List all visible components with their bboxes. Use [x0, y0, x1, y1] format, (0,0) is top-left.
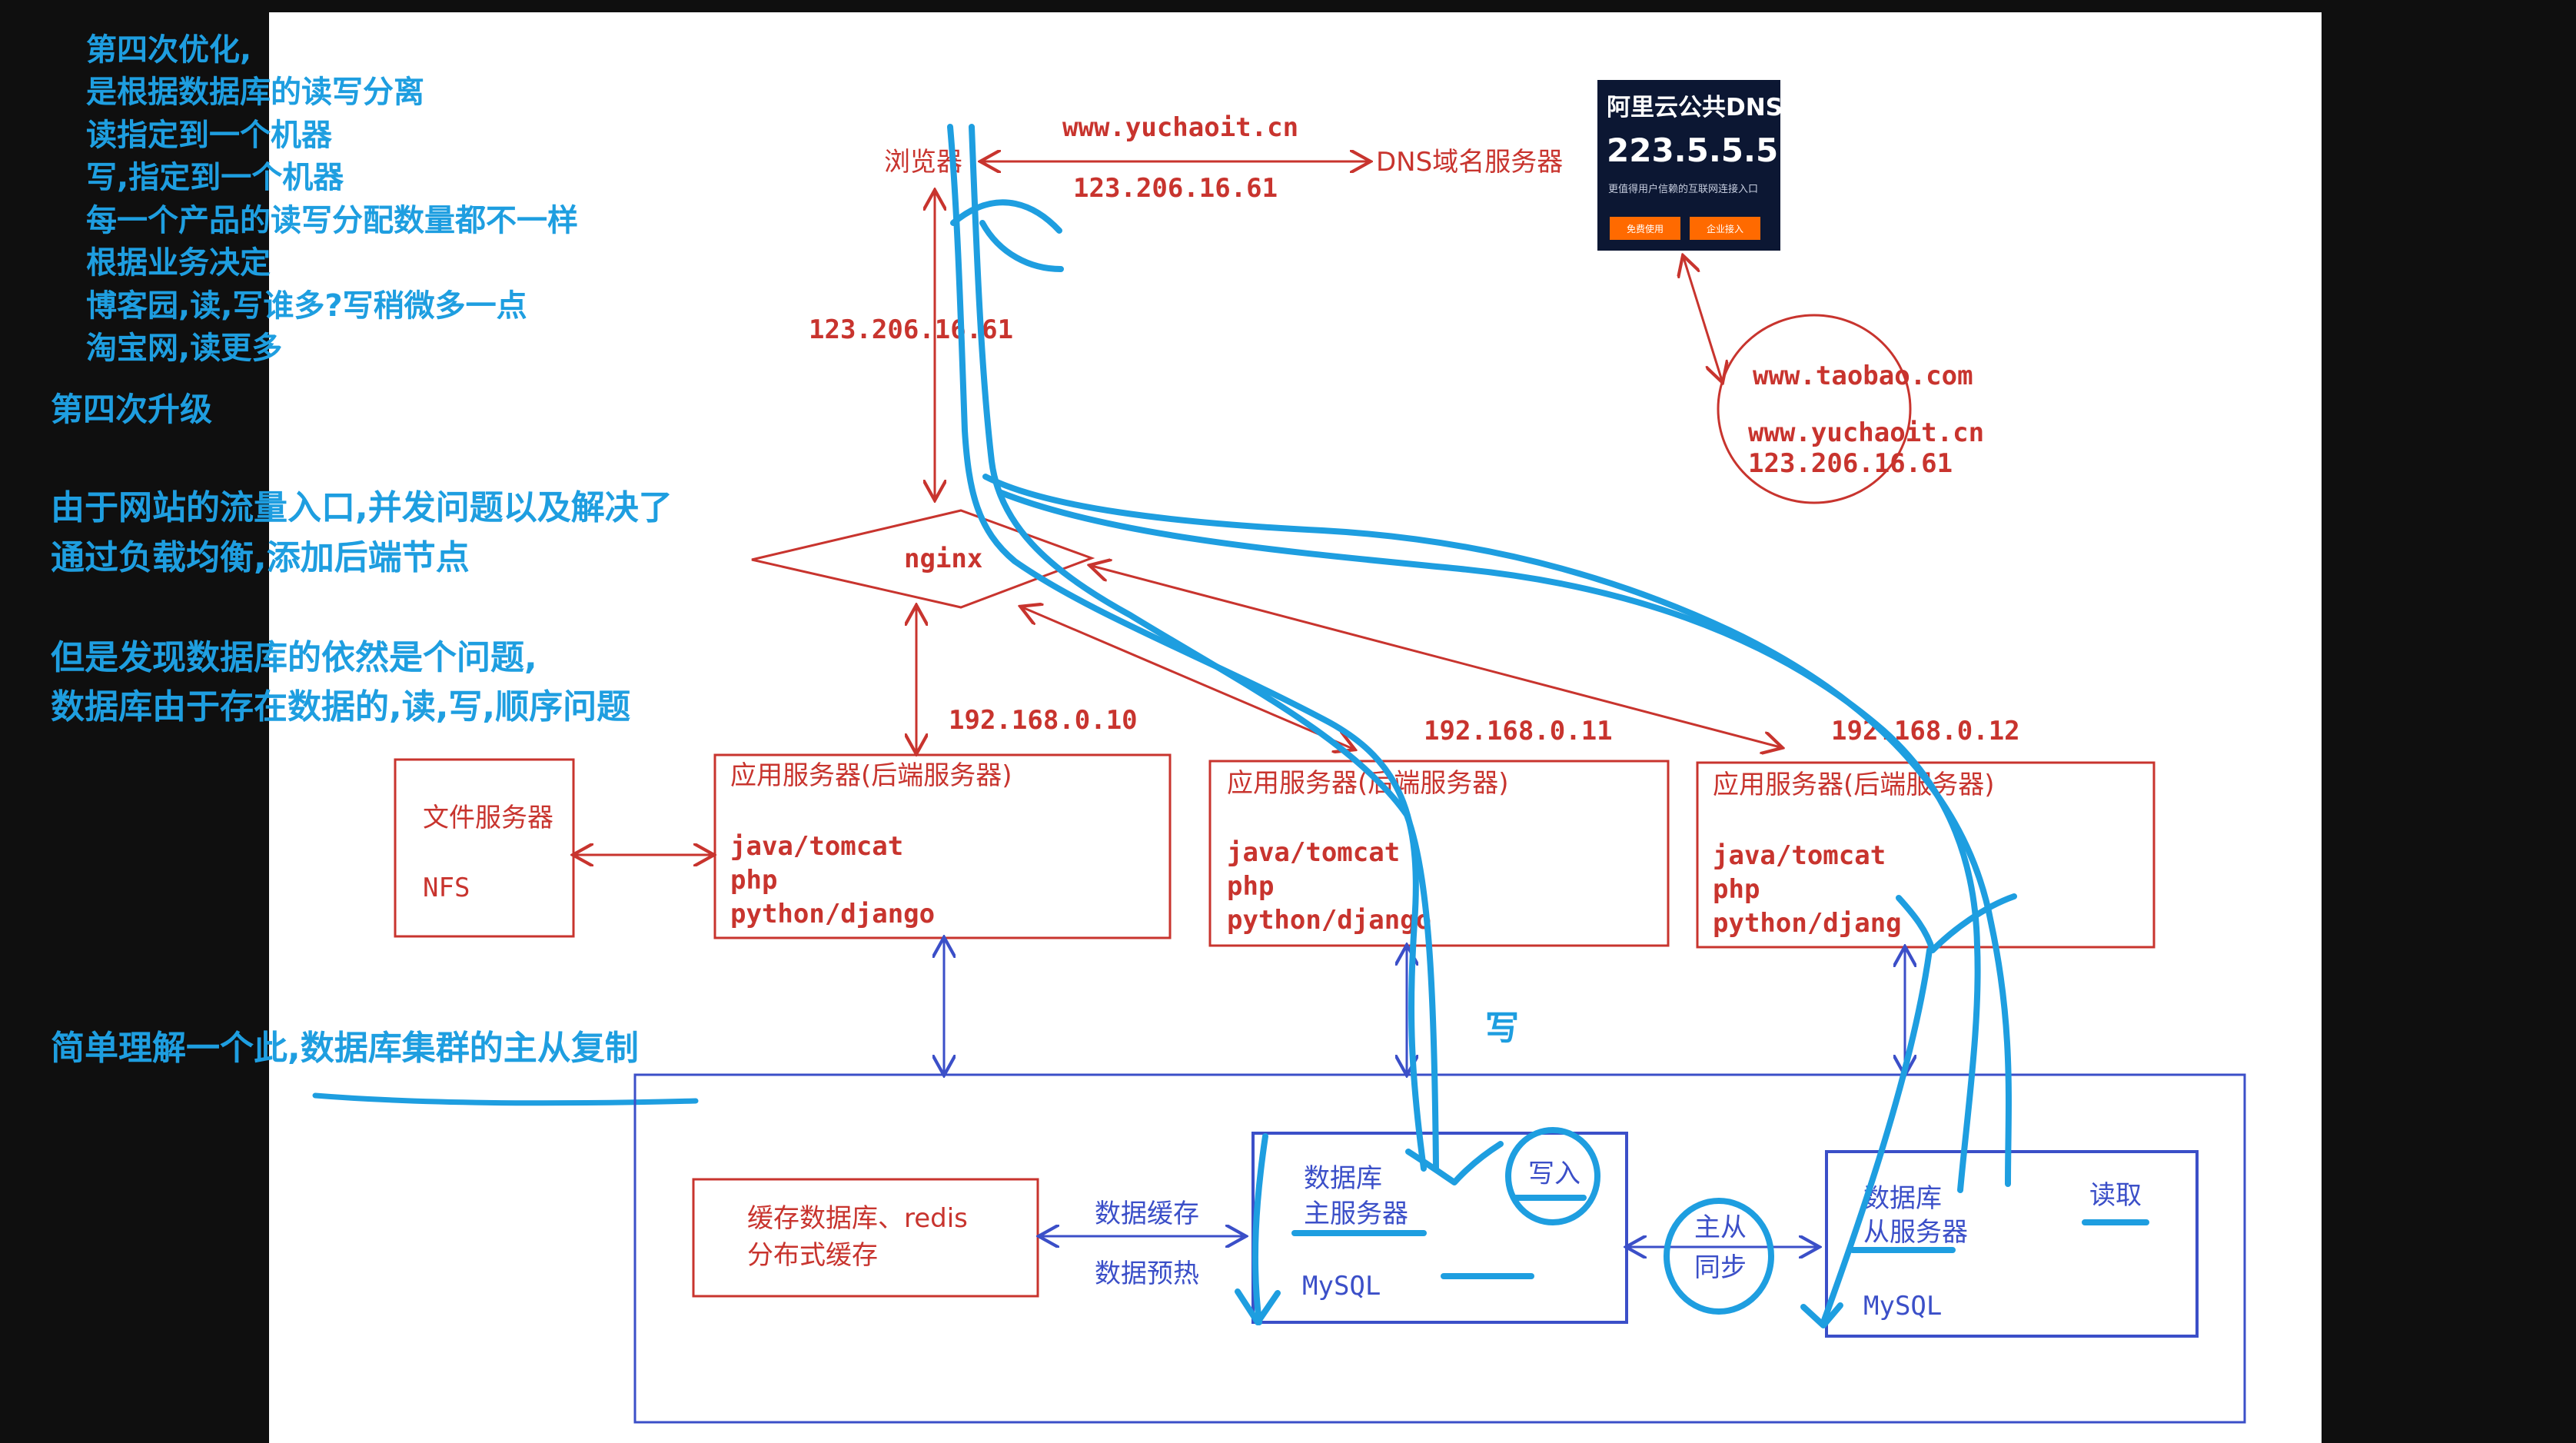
db-master-tag: 写入 — [1528, 1159, 1581, 1189]
note-line: 但是发现数据库的依然是个问题, — [51, 638, 537, 677]
cache-link-label: 数据预热 — [1095, 1258, 1199, 1289]
card-button[interactable] — [1690, 217, 1760, 240]
nginx-label: nginx — [904, 544, 982, 574]
db-slave-label: 数据库 — [1863, 1183, 1942, 1214]
replication-label: 同步 — [1694, 1252, 1747, 1283]
note-line: 写,指定到一个机器 — [86, 160, 344, 195]
dns-records-ellipse — [1717, 314, 1912, 504]
write-label: 写 — [1485, 1009, 1519, 1048]
note-line: 每一个产品的读写分配数量都不一样 — [86, 203, 578, 238]
app-server-stack: python/django — [730, 899, 935, 929]
note-line: 淘宝网,读更多 — [86, 331, 282, 366]
db-master-label: 主服务器 — [1304, 1199, 1408, 1229]
note-line: 第四次优化, — [86, 32, 251, 68]
note-line: 博客园,读,写谁多?写稍微多一点 — [86, 288, 527, 324]
upgrade-title: 第四次升级 — [51, 391, 212, 428]
card-button-label: 免费使用 — [1627, 223, 1664, 234]
file-server-type: NFS — [423, 873, 470, 903]
card-ip: 223.5.5.5 — [1607, 131, 1778, 169]
app-server-stack: java/tomcat — [1713, 840, 1886, 871]
app-server-ip: 192.168.0.10 — [949, 705, 1138, 736]
file-server-title: 文件服务器 — [423, 803, 553, 833]
annotation-strokes — [947, 124, 2149, 1328]
card-button[interactable] — [1610, 217, 1680, 240]
db-master-label: 数据库 — [1304, 1163, 1382, 1194]
resolved-ip-label: 123.206.16.61 — [1073, 173, 1278, 204]
app-server-stack: php — [1227, 871, 1274, 902]
nginx-app3-arrow — [1092, 566, 1780, 747]
note-line: 由于网站的流量入口,并发问题以及解决了 — [51, 488, 673, 527]
card-button-label: 企业接入 — [1707, 223, 1743, 234]
app-server-stack: php — [730, 865, 777, 896]
dns-record-line: 123.206.16.61 — [1748, 448, 1953, 479]
cache-label: 缓存数据库、redis — [747, 1203, 968, 1234]
db-slave-box — [1825, 1150, 2199, 1338]
app-server-ip: 192.168.0.12 — [1831, 716, 2020, 746]
app-server-title: 应用服务器(后端服务器) — [1713, 770, 1995, 800]
app-server-box — [1208, 760, 1670, 947]
dns-record-line: www.taobao.com — [1753, 361, 1973, 391]
cache-link-label: 数据缓存 — [1095, 1199, 1199, 1229]
app-server-stack: php — [1713, 874, 1760, 905]
aliyun-dns-card: 阿里云公共DNS 223.5.5.5 更值得用户信赖的互联网连接入口 免费使用 … — [1597, 80, 1783, 251]
upgrade-notes: 由于网站的流量入口,并发问题以及解决了 通过负载均衡,添加后端节点 但是发现数据… — [51, 488, 673, 726]
dns-server-label: DNS域名服务器 — [1376, 147, 1563, 178]
app-server-stack: java/tomcat — [1227, 837, 1400, 868]
note-line: 读指定到一个机器 — [86, 118, 333, 153]
card-title: 阿里云公共DNS — [1607, 94, 1783, 121]
app-server-title: 应用服务器(后端服务器) — [730, 760, 1012, 791]
dns-records-arrow — [1684, 258, 1722, 381]
app-server-ip: 192.168.0.11 — [1424, 716, 1613, 746]
card-subtitle: 更值得用户信赖的互联网连接入口 — [1608, 183, 1758, 195]
cache-label: 分布式缓存 — [747, 1240, 878, 1271]
db-slave-engine: MySQL — [1863, 1291, 1942, 1322]
replication-note: 简单理解一个此,数据库集群的主从复制 — [51, 1029, 639, 1068]
app-server-stack: python/djang — [1713, 908, 1902, 939]
note-line: 根据业务决定 — [86, 245, 271, 281]
optimization-notes: 第四次优化, 是根据数据库的读写分离 读指定到一个机器 写,指定到一个机器 每一… — [86, 32, 578, 366]
dns-record-line: www.yuchaoit.cn — [1748, 417, 1984, 448]
cache-box — [692, 1178, 1039, 1298]
domain-label: www.yuchaoit.cn — [1062, 112, 1298, 143]
db-master-engine: MySQL — [1302, 1271, 1381, 1302]
note-line: 是根据数据库的读写分离 — [86, 75, 424, 110]
file-server-box — [394, 758, 575, 938]
note-line: 通过负载均衡,添加后端节点 — [51, 538, 470, 577]
db-slave-label: 从服务器 — [1863, 1217, 1968, 1248]
note-line: 数据库由于存在数据的,读,写,顺序问题 — [51, 687, 630, 726]
app-server-box — [1696, 761, 2156, 949]
underline-stroke — [312, 1092, 699, 1106]
db-slave-tag: 读取 — [2089, 1180, 2142, 1211]
app-server-stack: python/django — [1227, 905, 1431, 936]
replication-label: 主从 — [1694, 1212, 1747, 1243]
data-layer-box — [633, 1073, 2246, 1424]
app-server-stack: java/tomcat — [730, 831, 903, 862]
